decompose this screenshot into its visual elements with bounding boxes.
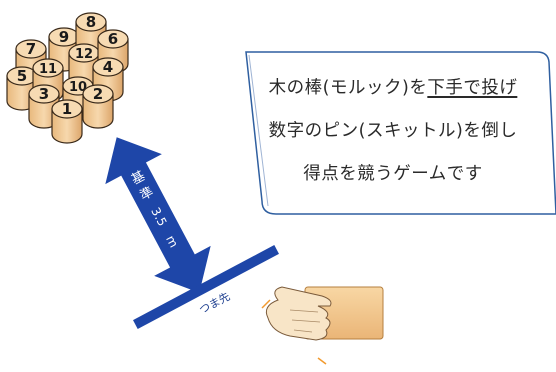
distance-arrow: 基 準 3.5 m [105,137,211,293]
pin-label: 2 [93,85,103,103]
description-callout: 木の棒(モルック)を下手で投げ 数字のピン(スキットル)を倒し 得点を競うゲーム… [244,47,542,212]
callout-line-3: 得点を競うゲームです [303,164,483,184]
distance-label-1: 基 [129,169,148,188]
pin-1: 1 [51,99,83,144]
callout-line-1-prefix: 木の棒(モルック)を [268,78,428,98]
callout-box [245,51,556,215]
callout-emphasis: 下手で投げ [427,78,518,98]
pin-label: 3 [39,85,49,103]
distance-unit: m [163,233,181,250]
pin-label: 4 [103,58,113,76]
pin-label: 8 [86,13,96,31]
callout-line-1: 木の棒(モルック)を下手で投げ [269,74,518,99]
throw-line: つま先 [133,245,279,329]
pin-label: 10 [69,80,87,95]
pin-9: 9 [48,27,80,72]
pin-label: 9 [59,28,69,46]
pin-label: 6 [108,30,118,48]
pin-2: 2 [82,84,114,129]
hand-throwing-icon [261,286,384,365]
pin-label: 5 [17,67,27,85]
callout-line-2: 数字のピン(スキットル)を倒し [268,121,518,141]
pin-label: 12 [75,47,93,62]
pin-3: 3 [28,84,60,129]
pin-label: 11 [39,62,57,77]
pin-label: 7 [26,40,36,58]
pin-label: 1 [62,100,72,118]
